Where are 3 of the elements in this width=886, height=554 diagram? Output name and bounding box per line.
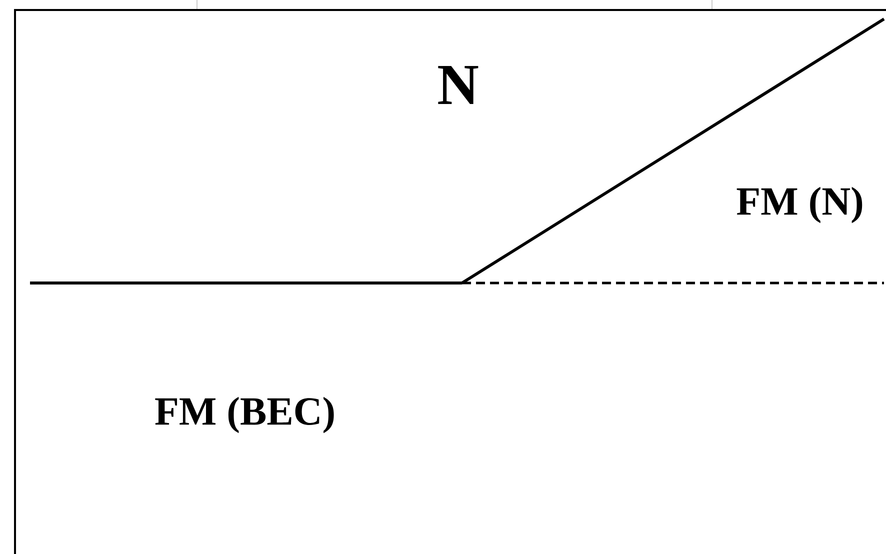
region-label: FM (N) bbox=[736, 186, 862, 224]
region-label: FM (BEC) bbox=[155, 396, 334, 434]
region-label: N bbox=[438, 66, 478, 104]
